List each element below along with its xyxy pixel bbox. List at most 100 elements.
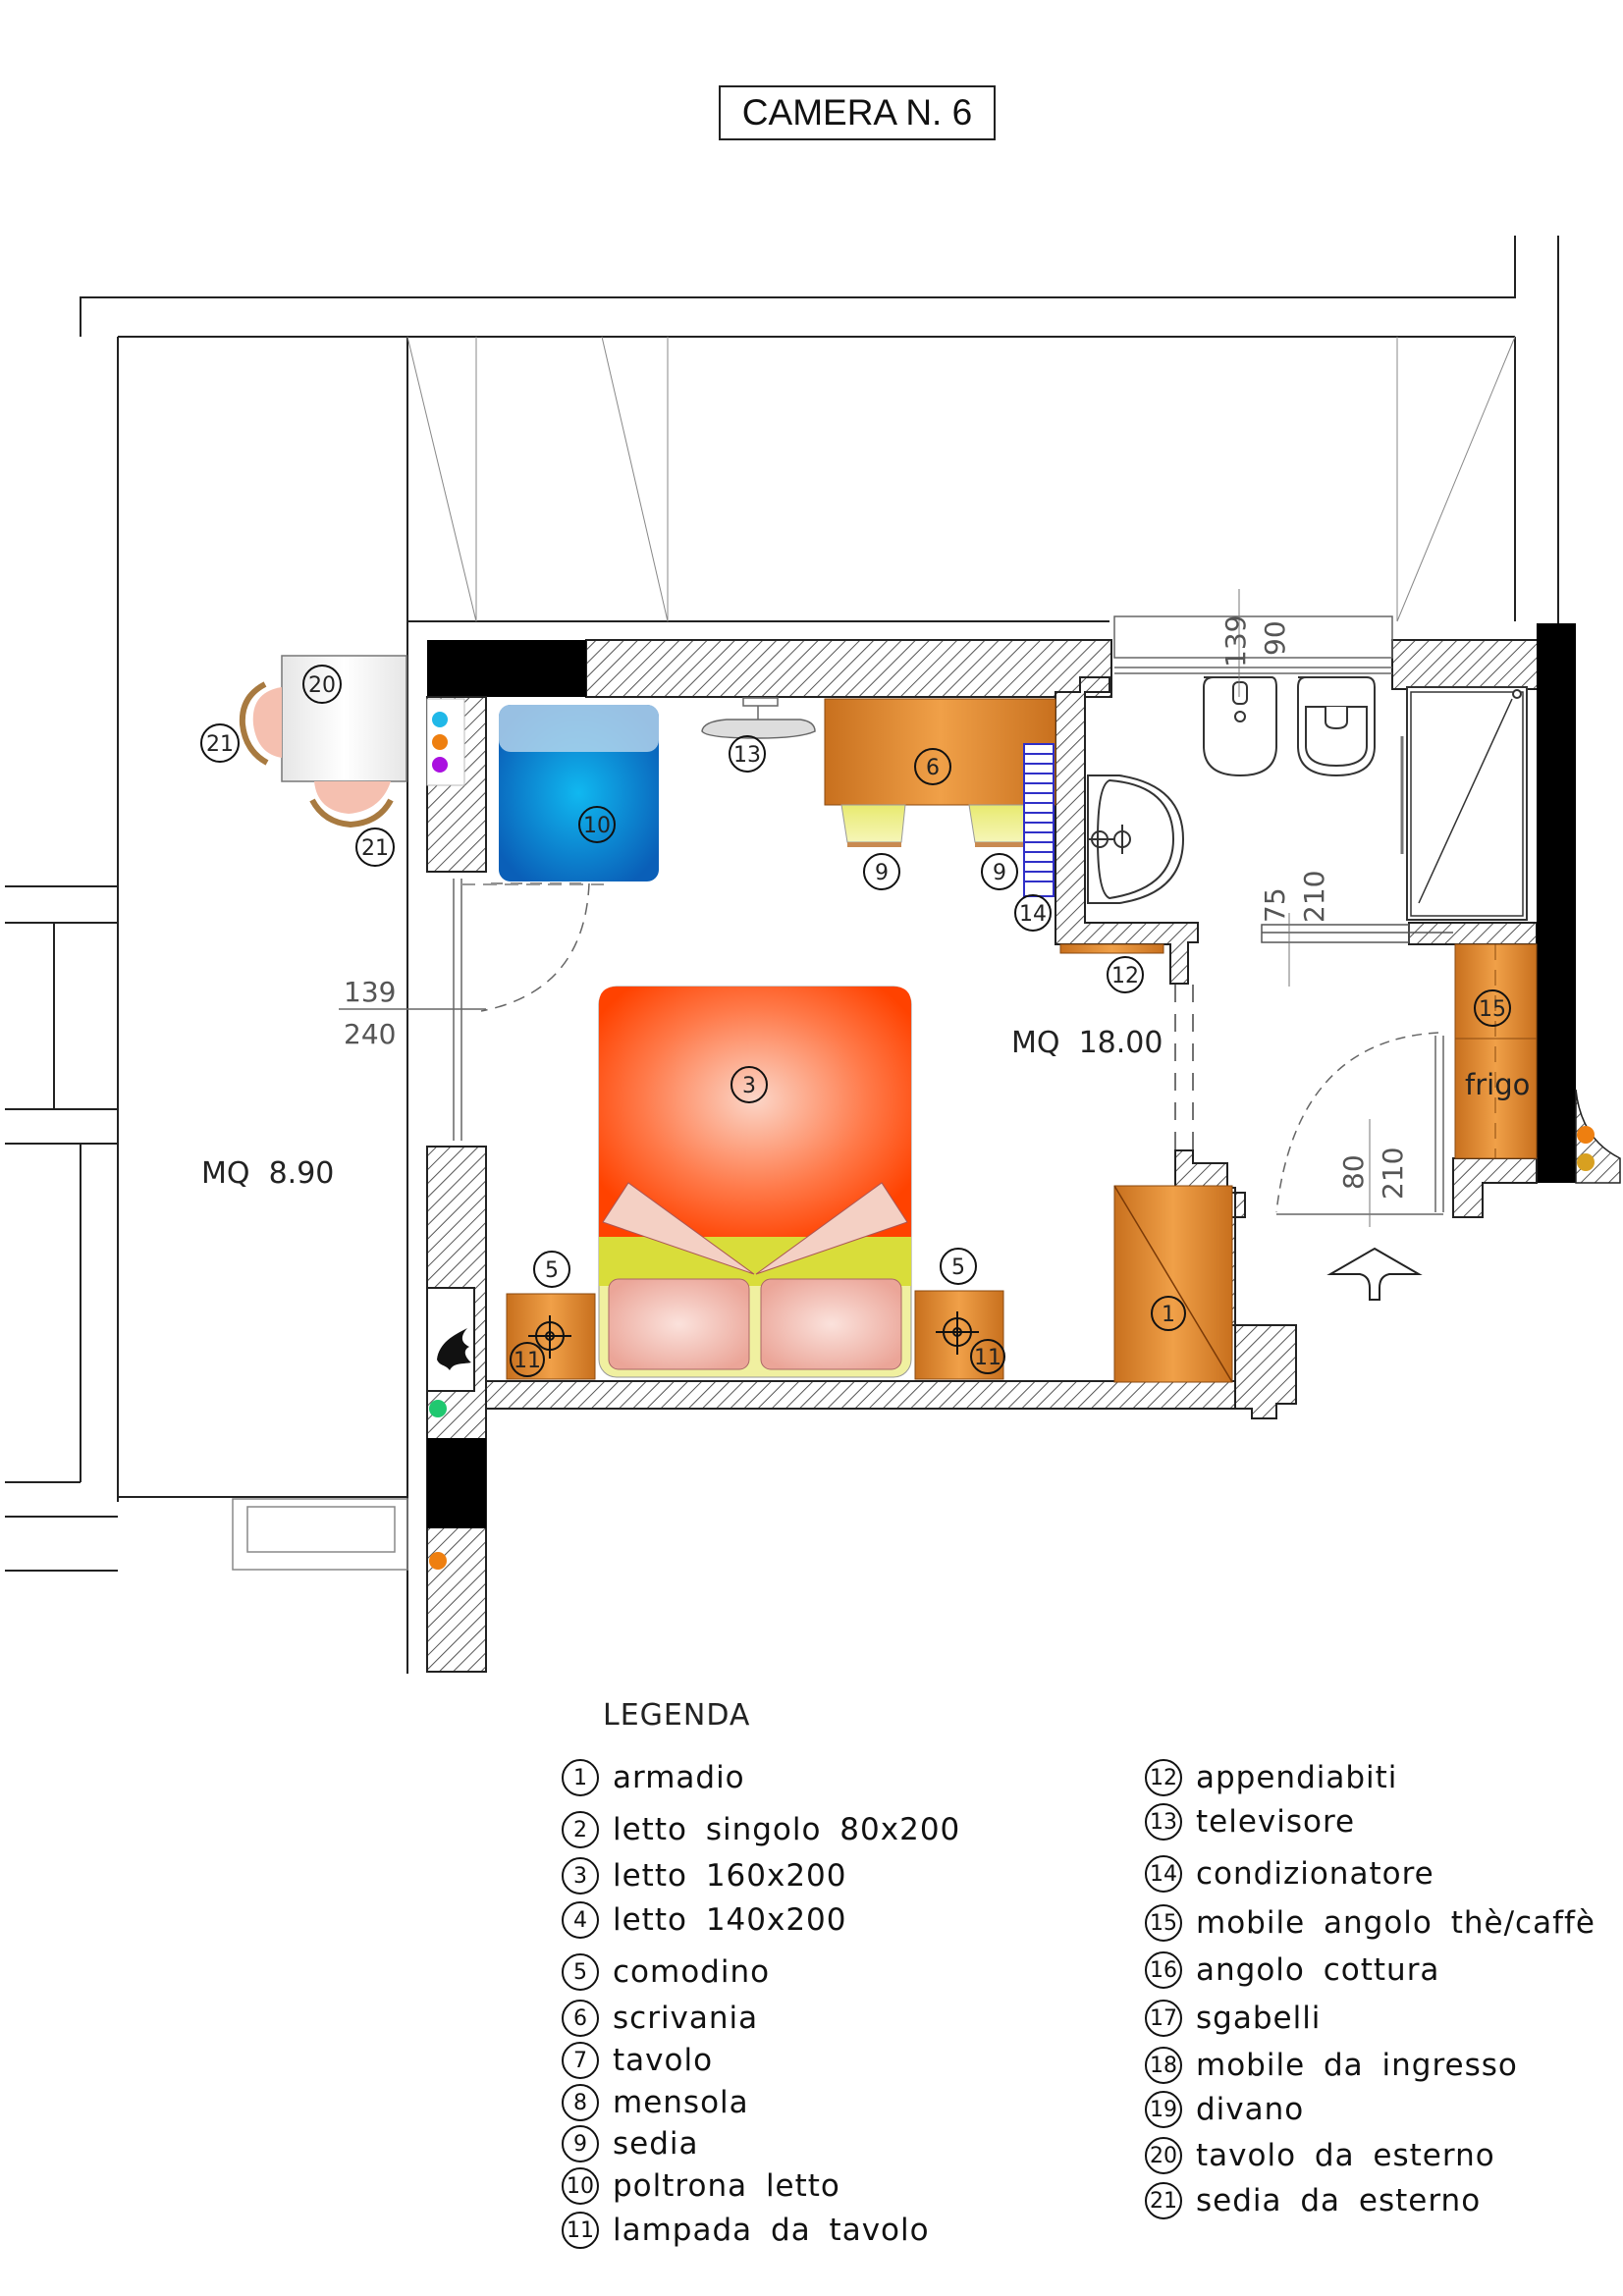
armchair-bed-back	[499, 705, 659, 752]
planter	[232, 1498, 408, 1571]
legend-item: 12 appendiabiti	[1145, 1759, 1397, 1796]
chair-2-edge	[975, 842, 1029, 847]
legend-label: letto 140x200	[613, 1902, 847, 1938]
socket-orange-right	[1577, 1126, 1595, 1144]
socket-orange-lower	[429, 1552, 447, 1570]
legend-item: 4 letto 140x200	[562, 1901, 847, 1939]
legend-number: 3	[562, 1857, 599, 1895]
legend-label: mobile da ingresso	[1196, 2048, 1518, 2083]
legend-number: 5	[562, 1953, 599, 1991]
legend-item: 9 sedia	[562, 2125, 699, 2163]
lamp-icon-right	[936, 1311, 979, 1355]
legend-label: lampada da tavolo	[613, 2213, 930, 2248]
legend-item: 15 mobile angolo thè/caffè	[1145, 1904, 1596, 1942]
legend-item: 18 mobile da ingresso	[1145, 2047, 1518, 2084]
legend-item: 13 televisore	[1145, 1803, 1355, 1841]
legend-item: 19 divano	[1145, 2091, 1304, 2128]
wall-left-black	[427, 1438, 486, 1528]
legend-label: appendiabiti	[1196, 1760, 1398, 1795]
legend-item: 7 tavolo	[562, 2042, 713, 2079]
marker-14: 14	[1019, 902, 1047, 927]
wall-right-lower	[1174, 1149, 1297, 1419]
legend-number: 1	[562, 1759, 599, 1796]
legend-label: poltrona letto	[613, 2168, 840, 2204]
dim-window-bath-a: 139	[1219, 615, 1252, 667]
legend-item: 5 comodino	[562, 1953, 770, 1991]
dim-entry-door-a: 80	[1337, 1154, 1370, 1190]
legend-number: 2	[562, 1811, 599, 1848]
outdoor-chair-bottom	[309, 781, 394, 828]
marker-5-left: 5	[545, 1258, 559, 1283]
marker-11-right: 11	[974, 1346, 1001, 1370]
legend-label: sedia	[613, 2126, 699, 2162]
legend-item: 6 scrivania	[562, 2000, 758, 2037]
legend-label: scrivania	[613, 2001, 759, 2036]
dim-window-bath-b: 90	[1259, 620, 1291, 656]
legend-number: 7	[562, 2042, 599, 2079]
legend-number: 16	[1145, 1951, 1182, 1989]
legend-number: 6	[562, 2000, 599, 2037]
dim-window-left-b: 240	[344, 1018, 396, 1050]
legend-item: 3 letto 160x200	[562, 1857, 847, 1895]
marker-6: 6	[926, 756, 940, 780]
outer-structure	[80, 236, 1559, 1674]
outdoor-chair-left	[239, 681, 282, 766]
legend-label: televisore	[1196, 1804, 1356, 1840]
legend-number: 15	[1145, 1904, 1182, 1942]
marker-20: 20	[308, 673, 336, 698]
coat-hanger	[1059, 943, 1164, 954]
legend-number: 12	[1145, 1759, 1182, 1796]
legend-item: 16 angolo cottura	[1145, 1951, 1439, 1989]
dim-bath-door-a: 75	[1259, 887, 1291, 923]
marker-21-bottom: 21	[361, 836, 389, 861]
outdoor-table	[281, 655, 407, 782]
marker-9-left: 9	[875, 861, 889, 885]
wall-top-right	[1391, 639, 1539, 690]
desk	[824, 698, 1056, 806]
wall-right-black	[1537, 623, 1576, 1183]
toilet	[1297, 676, 1376, 777]
legend-number: 4	[562, 1901, 599, 1939]
legend-number: 14	[1145, 1855, 1182, 1893]
socket-purple	[432, 757, 448, 773]
page-title: CAMERA N. 6	[719, 85, 996, 140]
entry-door	[1275, 1032, 1444, 1215]
legend-item: 20 tavolo da esterno	[1145, 2137, 1495, 2174]
marker-3: 3	[742, 1074, 756, 1098]
legend-label: mensola	[613, 2085, 749, 2120]
socket-orange	[432, 734, 448, 750]
bidet	[1203, 676, 1277, 777]
legend-title: LEGENDA	[603, 1698, 751, 1733]
legend-number: 20	[1145, 2137, 1182, 2174]
shower	[1400, 686, 1528, 921]
marker-15: 15	[1479, 997, 1506, 1022]
marker-13: 13	[733, 743, 761, 768]
legend-item: 14 condizionatore	[1145, 1855, 1434, 1893]
roof-slope-lines	[406, 336, 1516, 622]
legend-label: letto singolo 80x200	[613, 1812, 961, 1847]
wall-top	[585, 639, 1112, 698]
legend-label: comodino	[613, 1954, 771, 1990]
legend-label: sgabelli	[1196, 2001, 1322, 2036]
bath-window	[1113, 615, 1393, 674]
room-opening-dashed	[1174, 985, 1194, 1150]
fire-icon	[437, 1328, 471, 1370]
entrance-arrow-icon	[1326, 1247, 1423, 1301]
legend-item: 2 letto singolo 80x200	[562, 1811, 960, 1848]
legend-item: 21 sedia da esterno	[1145, 2182, 1481, 2219]
legend-label: armadio	[613, 1760, 745, 1795]
legend-item: 17 sgabelli	[1145, 2000, 1321, 2037]
legend-label: mobile angolo thè/caffè	[1196, 1905, 1596, 1941]
room-area-label: MQ 18.00	[1011, 1026, 1163, 1060]
legend-number: 11	[562, 2212, 599, 2249]
legend-label: condizionatore	[1196, 1856, 1434, 1892]
fridge-label: frigo	[1465, 1068, 1530, 1101]
dim-entry-door-b: 210	[1377, 1148, 1409, 1200]
dim-window-left-a: 139	[344, 976, 396, 1008]
bath-wall-right	[1408, 922, 1538, 945]
legend-item: 1 armadio	[562, 1759, 745, 1796]
floor-plan: 139 90 75 210 80 210 139 240 MQ 18.00 MQ…	[5, 236, 1621, 1674]
markers	[200, 665, 1511, 1377]
marker-1: 1	[1162, 1303, 1175, 1327]
marker-11-left: 11	[514, 1349, 541, 1373]
